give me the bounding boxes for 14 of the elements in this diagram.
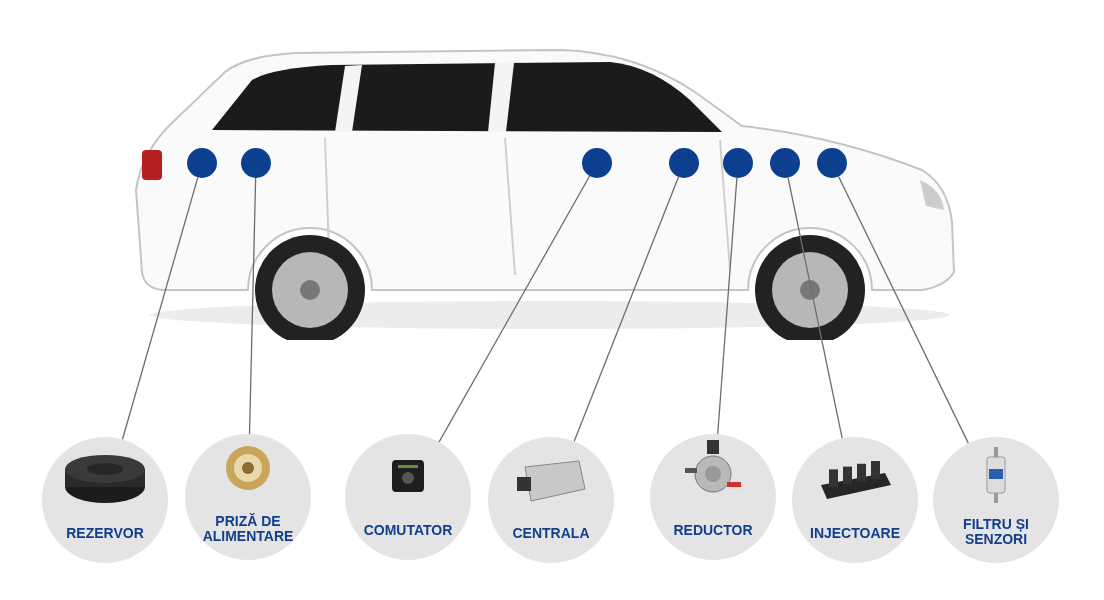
leader-line (717, 177, 738, 435)
component-label: PRIZĂ DE ALIMENTARE (201, 514, 295, 544)
leader-line (248, 177, 257, 435)
leader-line (787, 177, 843, 439)
component-label: INJECTOARE (809, 526, 901, 541)
component-label: REZERVOR (65, 526, 145, 541)
leader-line (121, 176, 199, 441)
component-label: FILTRU ȘI SENZORI (962, 517, 1030, 547)
component-label: COMUTATOR (362, 523, 454, 538)
leader-line (837, 175, 970, 444)
component-label: CENTRALA (511, 526, 591, 541)
component-label: REDUCTOR (672, 523, 754, 538)
leader-line (438, 175, 591, 443)
leader-line (573, 176, 680, 443)
